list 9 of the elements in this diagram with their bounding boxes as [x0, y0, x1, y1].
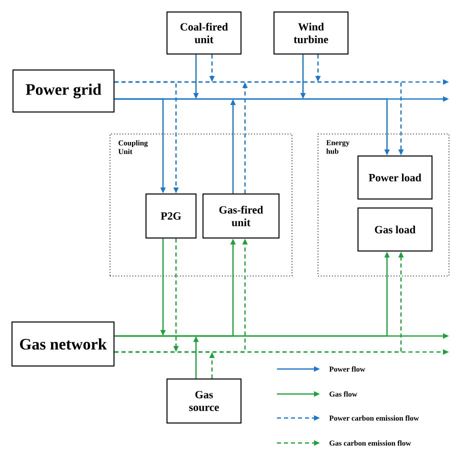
process-box: Gas-fired unit: [202, 194, 280, 238]
process-box: Power grid: [12, 70, 114, 112]
process-box: Gas network: [12, 322, 114, 366]
process-box: Gas load: [358, 208, 432, 252]
process-box: Gas source: [166, 378, 242, 424]
process-box: Coal-fired unit: [166, 12, 242, 54]
process-box: Power load: [358, 156, 432, 200]
process-box: Wind turbine: [274, 12, 348, 54]
process-box: P2G: [146, 194, 196, 238]
